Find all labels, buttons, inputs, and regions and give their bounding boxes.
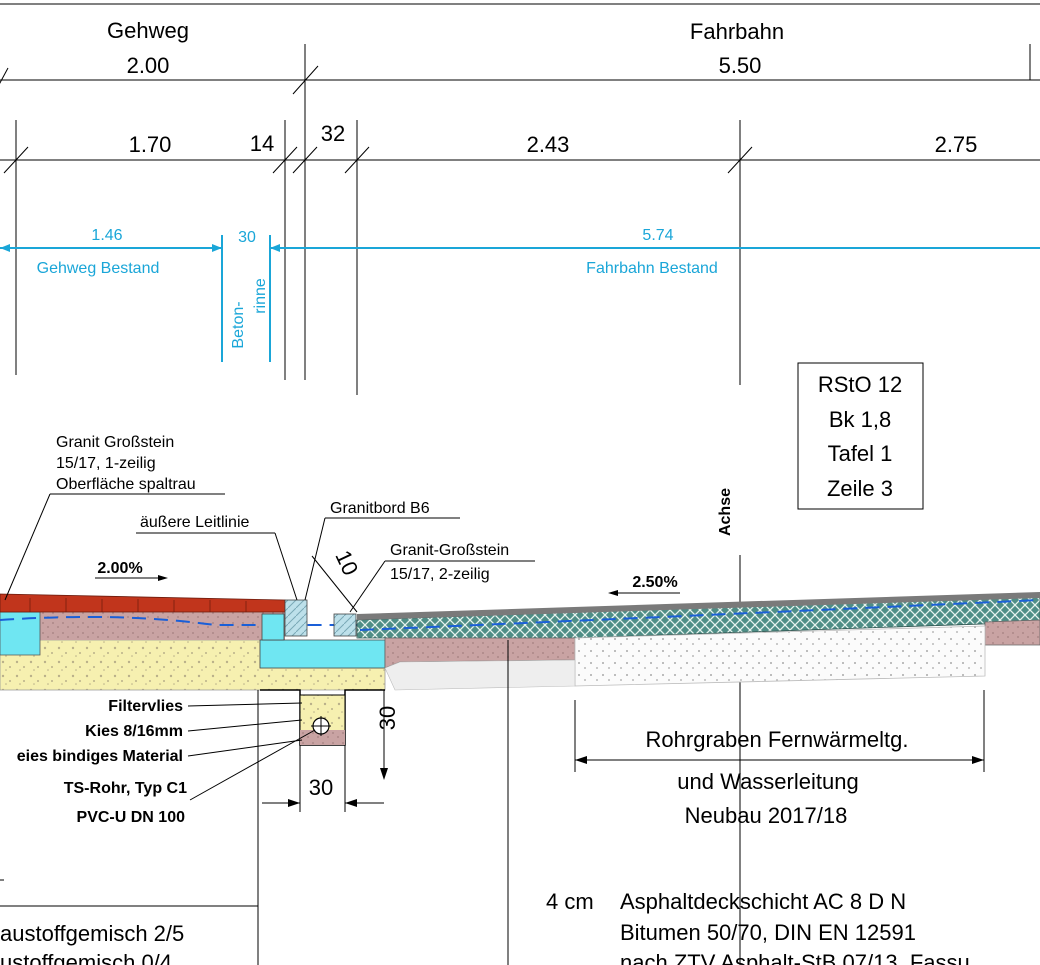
- granit-gross-2: 15/17, 1-zeilig: [56, 455, 156, 472]
- dim-gehweg: 2.00: [127, 53, 170, 78]
- tick-0-r1: [0, 67, 9, 84]
- dim-243: 2.43: [527, 132, 570, 157]
- slope-right-arrow: [608, 590, 618, 596]
- dim-30v-arrow: [380, 768, 388, 780]
- rohr-arrow-r: [972, 756, 984, 764]
- curb-filler: [261, 613, 285, 641]
- granit-gross-1: Granit Großstein: [56, 434, 174, 451]
- slope-right: 2.50%: [632, 574, 677, 591]
- tick-740: [727, 146, 753, 174]
- granit-block-2: [333, 613, 357, 637]
- leader-granit2: [349, 560, 386, 613]
- granitbord-block: [284, 599, 308, 637]
- rsto-line4: Zeile 3: [827, 476, 893, 501]
- rsto-line1: RStO 12: [818, 372, 902, 397]
- asphalt-2: Bitumen 50/70, DIN EN 12591: [620, 920, 916, 945]
- granit-gross-3: Oberfläche spaltrau: [56, 476, 196, 493]
- rohr-arrow-l: [575, 756, 587, 764]
- leader-kies: [187, 719, 303, 732]
- road-subbase: [384, 659, 576, 691]
- tick-305: [292, 146, 318, 174]
- rohrgraben-1: Rohrgraben Fernwärmeltg.: [646, 727, 909, 752]
- fahrbahn-bestand: Fahrbahn Bestand: [586, 260, 718, 277]
- rsto-line2: Bk 1,8: [829, 407, 891, 432]
- cyan-arrow-left: [212, 244, 222, 252]
- leader-filtervlies: [187, 702, 303, 707]
- road-base-mauve-right: [984, 619, 1040, 646]
- bottom-left-1: austoffgemisch 2/5: [0, 921, 184, 946]
- dim-170: 1.70: [129, 132, 172, 157]
- tick-305-r1: [292, 65, 319, 95]
- dim-14: 14: [250, 131, 274, 156]
- asphalt-1: Asphaltdeckschicht AC 8 D N: [620, 889, 906, 914]
- dim-fahrbahn: 5.50: [719, 53, 762, 78]
- brick-pavers: [0, 593, 286, 613]
- blue-dashed-left: [0, 615, 385, 626]
- rsto-line3: Tafel 1: [828, 441, 893, 466]
- dim-30h-arrow-l: [288, 799, 300, 807]
- asphalt-3: nach ZTV Asphalt-StB 07/13, Fassu: [620, 950, 970, 965]
- dim-574: 5.74: [642, 227, 673, 244]
- asphalt-top: [357, 592, 1040, 620]
- leader-tsrohr: [189, 729, 316, 801]
- slope-left: 2.00%: [97, 560, 142, 577]
- rsto-box: [797, 362, 924, 510]
- dim-30-cyan: 30: [238, 229, 256, 246]
- dim-30-horiz: 30: [309, 775, 333, 800]
- dim-30-vert: 30: [375, 706, 400, 730]
- tsrohr: TS-Rohr, Typ C1: [64, 780, 187, 797]
- tick-16: [3, 146, 29, 174]
- paver-joints: [29, 598, 247, 612]
- rohrgraben-2: und Wasserleitung: [677, 769, 858, 794]
- leader-leitlinie: [274, 532, 298, 601]
- granit-gross2-2: 15/17, 2-zeilig: [390, 566, 490, 583]
- achse-label: Achse: [717, 488, 734, 536]
- gehweg-bestand: Gehweg Bestand: [37, 260, 160, 277]
- asphalt-thickness: 4 cm: [546, 889, 594, 914]
- dim-32: 32: [321, 121, 345, 146]
- dim-10-line: [311, 555, 358, 613]
- mauve-layer-left: [0, 612, 285, 640]
- leader-bindig: [187, 739, 303, 757]
- dim-10: 10: [330, 546, 363, 579]
- betonrinne-1: Beton-: [230, 301, 247, 348]
- dim-275: 2.75: [935, 132, 978, 157]
- water-curb: [259, 639, 386, 669]
- slope-left-arrow: [158, 575, 168, 581]
- cyan-arrow-start: [0, 244, 10, 252]
- label-fahrbahn: Fahrbahn: [690, 19, 784, 44]
- cyan-arrow-right: [270, 244, 280, 252]
- bindig: eies bindiges Material: [17, 748, 183, 765]
- drain-bindig: [300, 730, 345, 745]
- rohrgraben-3: Neubau 2017/18: [685, 803, 848, 828]
- betonrinne-2: rinne: [252, 278, 269, 314]
- filtervlies: Filtervlies: [108, 698, 183, 715]
- leitlinie: äußere Leitlinie: [140, 514, 250, 531]
- tick-357: [344, 146, 370, 174]
- dim-146: 1.46: [91, 227, 122, 244]
- label-gehweg: Gehweg: [107, 18, 189, 43]
- tick-285: [272, 146, 298, 174]
- kies: Kies 8/16mm: [85, 723, 183, 740]
- granit-gross2-1: Granit-Großstein: [390, 542, 509, 559]
- dim-30h-arrow-r: [345, 799, 357, 807]
- pvc: PVC-U DN 100: [77, 809, 186, 826]
- blue-dashed-right: [359, 599, 1040, 631]
- bottom-left-2: ustoffgemisch 0/4: [0, 950, 172, 965]
- granitbord: Granitbord B6: [330, 500, 430, 517]
- leader-granit: [4, 493, 51, 601]
